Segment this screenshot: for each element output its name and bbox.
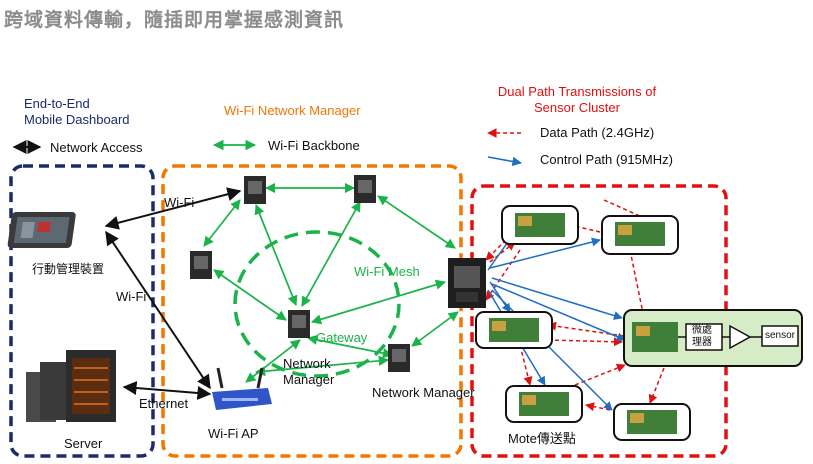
cluster-title: Dual Path Transmissions of Sensor Cluste… — [496, 84, 658, 116]
router-icon — [212, 367, 272, 410]
wifi-mesh-label: Wi-Fi Mesh — [354, 264, 420, 279]
tablet-icon — [7, 212, 76, 248]
legend-data-path: Data Path (2.4GHz) — [540, 125, 655, 140]
sensor-label: sensor — [765, 330, 796, 341]
manager-title: Wi-Fi Network Manager — [224, 103, 361, 118]
mcu-label-line2: 理器 — [692, 337, 712, 348]
legend-network-access: Network Access — [50, 140, 143, 155]
manager-region — [161, 164, 463, 458]
mobile-device-label: 行動管理裝置 — [32, 262, 105, 276]
network-manager-center-line2: Manager — [283, 372, 335, 387]
gateway-label: Gateway — [316, 330, 368, 345]
sensor-node — [623, 309, 803, 367]
board-icon — [190, 175, 486, 372]
mesh-links — [203, 182, 459, 383]
legend-control-path: Control Path (915MHz) — [540, 152, 673, 167]
server-icon — [26, 350, 116, 422]
mcu-label-line1: 微處 — [692, 325, 712, 336]
cluster-title-line1: Dual Path Transmissions of — [497, 84, 657, 99]
wifi-left-label: Wi-Fi — [116, 289, 147, 304]
dashboard-title-line2: Mobile Dashboard — [24, 112, 130, 127]
network-manager-center-label: Network Manager — [283, 356, 334, 388]
network-access-links — [104, 187, 242, 400]
cluster-title-line2: Sensor Cluster — [534, 100, 620, 115]
wifi-top-label: Wi-Fi — [164, 195, 195, 210]
dashboard-title-line1: End-to-End — [24, 96, 90, 111]
page-title: 跨域資料傳輸，隨插即用掌握感測資訊 — [4, 9, 345, 31]
dashboard-region — [9, 164, 155, 458]
mote-board-icon — [475, 205, 691, 441]
legend-control-path-arrow — [487, 156, 522, 167]
legend-wifi-backbone: Wi-Fi Backbone — [268, 138, 360, 153]
server-label: Server — [64, 436, 103, 451]
mcu-label: 微處 理器 — [692, 325, 712, 349]
network-manager-right-label: Network Manager — [372, 385, 475, 400]
mote-label: Mote傳送點 — [508, 431, 576, 446]
ethernet-label: Ethernet — [139, 396, 189, 411]
wifi-ap-label: Wi-Fi AP — [208, 426, 259, 441]
network-manager-center-line1: Network — [283, 356, 331, 371]
dashboard-title: End-to-End Mobile Dashboard — [24, 96, 130, 128]
